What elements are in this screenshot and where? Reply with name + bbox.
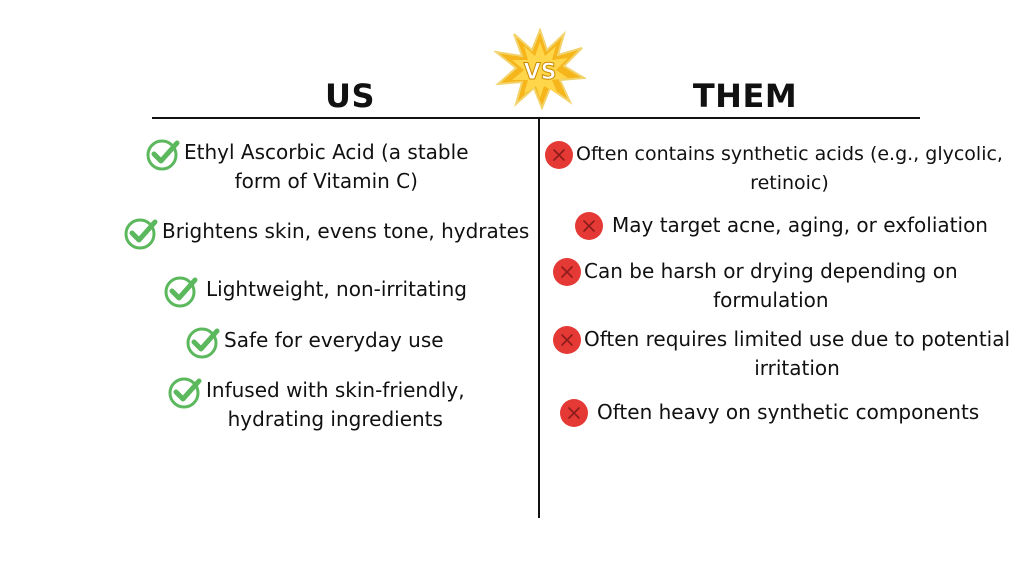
them-item-3: Can be harsh or drying depending on form… <box>552 257 958 315</box>
check-icon <box>146 139 180 171</box>
us-item-4-line-1: Safe for everyday use <box>224 328 444 352</box>
column-divider <box>538 118 540 518</box>
us-item-2-line-1: Brightens skin, evens tone, hydrates <box>162 219 530 243</box>
us-item-3: Lightweight, non-irritating <box>164 275 467 309</box>
x-icon <box>553 326 581 354</box>
us-item-3-line-1: Lightweight, non-irritating <box>206 277 467 301</box>
them-item-1: Often contains synthetic acids (e.g., gl… <box>544 140 1003 198</box>
them-item-1-line-1: Often contains synthetic acids (e.g., gl… <box>576 143 1003 165</box>
check-icon <box>186 327 220 359</box>
them-item-4: Often requires limited use due to potent… <box>552 325 1010 383</box>
them-item-3-line-2: formulation <box>713 288 829 312</box>
header-divider <box>152 117 920 119</box>
them-item-2: May target acne, aging, or exfoliation <box>574 211 988 241</box>
them-item-1-line-2: retinoic) <box>750 172 829 194</box>
us-item-1-line-2: form of Vitamin C) <box>234 169 418 193</box>
us-item-1-line-1: Ethyl Ascorbic Acid (a stable <box>184 140 469 164</box>
them-item-4-line-2: irritation <box>754 356 840 380</box>
us-item-5-line-2: hydrating ingredients <box>227 407 443 431</box>
check-icon <box>168 377 202 409</box>
them-item-4-line-1: Often requires limited use due to potent… <box>584 327 1011 351</box>
us-item-4: Safe for everyday use <box>186 326 444 360</box>
vs-burst-icon: VS <box>494 28 586 110</box>
us-item-1: Ethyl Ascorbic Acid (a stable form of Vi… <box>146 138 469 196</box>
x-icon <box>545 141 573 169</box>
x-icon <box>575 212 603 240</box>
us-item-2: Brightens skin, evens tone, hydrates <box>124 217 529 251</box>
us-heading: US <box>324 77 376 115</box>
vs-badge-label: VS <box>524 60 557 85</box>
x-icon <box>560 399 588 427</box>
them-item-2-line-1: May target acne, aging, or exfoliation <box>612 213 988 237</box>
them-heading: THEM <box>692 77 798 115</box>
them-item-5-line-1: Often heavy on synthetic components <box>597 400 980 424</box>
them-item-5: Often heavy on synthetic components <box>559 398 979 428</box>
x-icon <box>553 258 581 286</box>
check-icon <box>124 218 158 250</box>
us-item-5: Infused with skin-friendly, hydrating in… <box>168 376 465 434</box>
check-icon <box>164 276 198 308</box>
them-item-3-line-1: Can be harsh or drying depending on <box>584 259 958 283</box>
us-item-5-line-1: Infused with skin-friendly, <box>206 378 465 402</box>
